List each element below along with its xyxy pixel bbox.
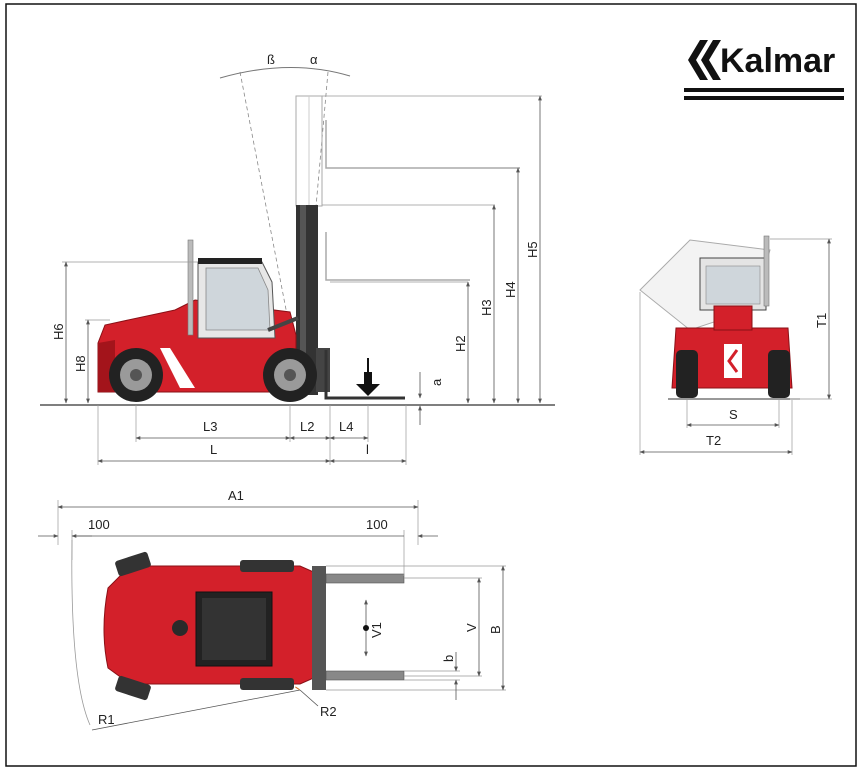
tilt-back-line [239, 71, 291, 331]
carriage [316, 348, 330, 392]
label-v: V [464, 623, 479, 632]
label-h3: H3 [479, 299, 494, 316]
rear-view: T1 S T2 [639, 235, 832, 455]
rear-left-wheel [676, 350, 698, 398]
fork [324, 350, 405, 400]
center-of-gravity-marker [363, 625, 369, 631]
logo-rule-top [684, 88, 844, 92]
cab-roof [198, 258, 262, 264]
label-t1: T1 [814, 313, 829, 328]
label-tilt-forward: α [310, 52, 318, 67]
label-b-width: B [488, 625, 503, 634]
truck-stripe [160, 348, 195, 388]
tilt-cylinder [267, 316, 299, 332]
label-clearance-right: 100 [366, 517, 388, 532]
label-r2: R2 [320, 704, 337, 719]
label-h4: H4 [503, 281, 518, 298]
label-h5: H5 [525, 241, 540, 258]
kalmar-logo: Kalmar [684, 40, 844, 100]
top-front-right-wheel [240, 678, 294, 690]
top-rear-right-wheel [115, 675, 151, 701]
top-fork-right [325, 670, 405, 681]
label-a1: A1 [228, 488, 244, 503]
turning-arc-r1 [71, 539, 91, 726]
label-l: L [210, 442, 217, 457]
tilt-forward-line [304, 71, 329, 331]
rear-hazard-panel [724, 344, 742, 378]
rear-chevron-icon [727, 349, 739, 373]
brand-name: Kalmar [720, 42, 835, 80]
top-exhaust [172, 620, 188, 636]
fork-ghost-h4 [325, 120, 520, 169]
rear-exhaust [763, 235, 770, 307]
label-l4: L4 [339, 419, 353, 434]
label-fork-length: l [366, 442, 369, 457]
top-carriage [312, 566, 326, 690]
tilt-arc [219, 67, 351, 79]
top-view: R1 R2 A1 100 100 [38, 488, 506, 731]
label-a: a [429, 378, 444, 386]
label-v1: V1 [369, 622, 384, 638]
top-front-left-wheel [240, 560, 294, 572]
rear-right-wheel [768, 350, 790, 398]
kalmar-chevron-icon [688, 40, 708, 80]
label-t2: T2 [706, 433, 721, 448]
label-l3: L3 [203, 419, 217, 434]
label-b-small: b [441, 655, 456, 662]
label-r1: R1 [98, 712, 115, 727]
top-rear-left-wheel [115, 551, 151, 577]
label-l2: L2 [300, 419, 314, 434]
label-s: S [729, 407, 738, 422]
label-h8: H8 [73, 355, 88, 372]
label-h2: H2 [453, 335, 468, 352]
top-fork-left [325, 573, 405, 584]
label-h6: H6 [51, 323, 66, 340]
load-center-arrow [356, 372, 380, 396]
label-clearance-left: 100 [88, 517, 110, 532]
cab-window [205, 267, 271, 331]
logo-rule-bottom [684, 96, 844, 100]
fork-ghost-h3 [325, 232, 470, 281]
side-view: ß α [40, 52, 555, 465]
exhaust-pipe [187, 239, 194, 336]
label-tilt-back: ß [267, 52, 275, 67]
